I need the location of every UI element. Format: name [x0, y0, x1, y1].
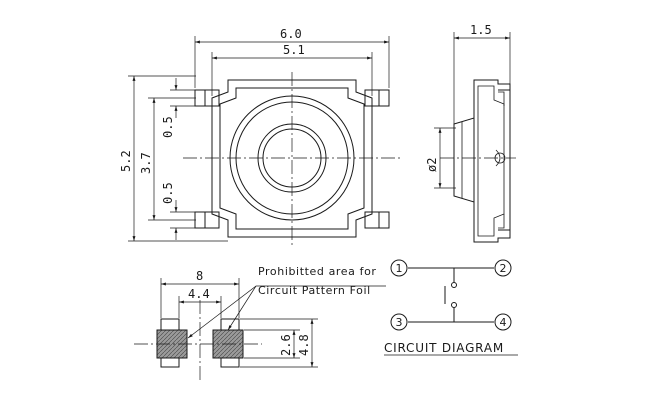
dim-overall-height: 5.2: [119, 75, 228, 242]
dim-pitch-outer: 8: [160, 269, 240, 318]
dim-label-2-6: 2.6: [279, 334, 293, 356]
side-view: 1.5 ø2: [425, 23, 516, 243]
pin-4-label: 4: [500, 316, 507, 329]
dim-lead-top: 0.5: [161, 78, 196, 138]
dim-lead-bottom: 0.5: [161, 182, 196, 240]
top-view-actuator: [229, 95, 355, 221]
dim-label-3-7: 3.7: [139, 152, 153, 174]
circuit-wires: [408, 267, 494, 323]
pin-3-label: 3: [396, 316, 403, 329]
circuit-pin-3: 3: [390, 313, 408, 331]
dim-label-5-2: 5.2: [119, 150, 133, 172]
note-line-1: Prohibitted area for: [258, 265, 377, 278]
dim-thickness: 1.5: [453, 23, 511, 124]
dim-label-1-5: 1.5: [470, 23, 492, 37]
dim-label-6-0: 6.0: [280, 27, 302, 41]
circuit-pin-1: 1: [390, 259, 408, 277]
top-view: 6.0 5.1 5.2 3.7 0.5: [119, 27, 402, 246]
circuit-diagram: 1 2 3 4 CIRCUIT DIAGRAM: [384, 259, 518, 356]
dim-pad-height-outer: 4.8: [240, 318, 318, 368]
dim-label-4-8: 4.8: [297, 334, 311, 356]
pin-1-label: 1: [396, 262, 403, 275]
dim-label-0-5-bottom: 0.5: [161, 182, 175, 204]
top-view-body: [211, 79, 373, 238]
dim-label-4-4: 4.4: [188, 287, 210, 301]
circuit-pin-4: 4: [494, 313, 512, 331]
dim-body-width: 5.1: [211, 43, 373, 96]
pin-2-label: 2: [500, 262, 507, 275]
dim-inner-height: 3.7: [139, 97, 196, 221]
dim-overall-width: 6.0: [194, 27, 390, 88]
dim-pad-height-inner: 2.6: [244, 329, 300, 359]
dim-label-0-5-top: 0.5: [161, 116, 175, 138]
circuit-diagram-title: CIRCUIT DIAGRAM: [384, 341, 504, 355]
prohibited-area-note: Prohibitted area for Circuit Pattern Foi…: [187, 265, 386, 339]
note-line-2: Circuit Pattern Foil: [258, 284, 371, 297]
dim-pitch-inner: 4.4: [178, 287, 222, 318]
dim-label-5-1: 5.1: [283, 43, 305, 57]
footprint-view: 8 4.4 2.6 4.8 Prohibitted area: [134, 265, 386, 382]
dim-actuator-diameter: ø2: [425, 127, 456, 189]
circuit-pin-2: 2: [494, 259, 512, 277]
dim-label-dia-2: ø2: [425, 158, 439, 172]
side-view-body: [453, 79, 511, 243]
dim-label-8: 8: [196, 269, 203, 283]
